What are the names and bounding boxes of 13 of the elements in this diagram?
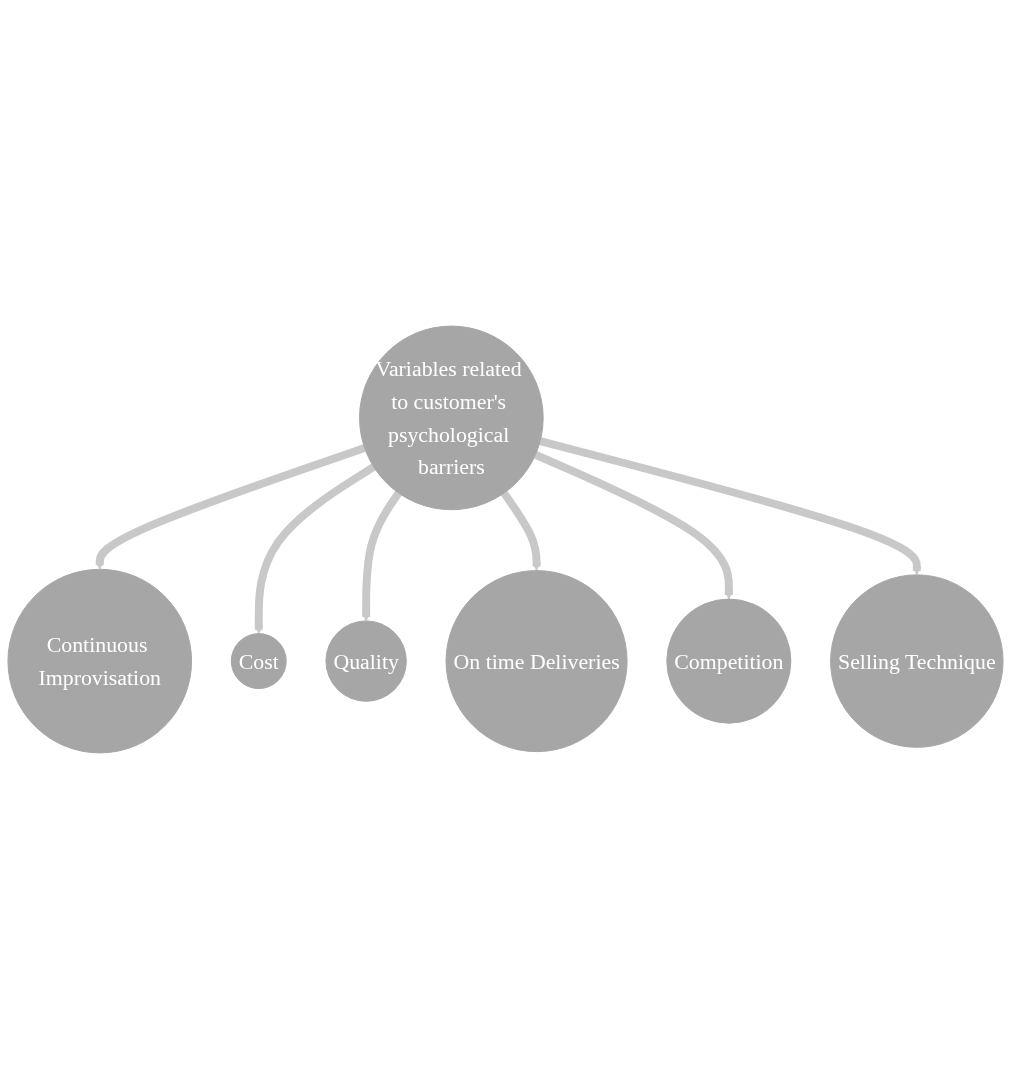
arrow: [539, 437, 922, 576]
arrow: [500, 490, 541, 571]
node-circle: Selling Technique: [830, 574, 1004, 748]
arrow: [533, 451, 734, 600]
arrow: [361, 490, 402, 622]
node-circle: Competition: [666, 598, 792, 724]
arrow: [254, 463, 376, 634]
node-circle: On time Deliveries: [445, 570, 628, 753]
node-circle: Quality: [325, 620, 407, 702]
node-circle: Continuous Improvisation: [7, 568, 193, 754]
node-circle: Variables related to customer's psychological barriers: [359, 325, 544, 511]
node-circle: Cost: [230, 633, 287, 690]
arrow: [95, 444, 366, 570]
